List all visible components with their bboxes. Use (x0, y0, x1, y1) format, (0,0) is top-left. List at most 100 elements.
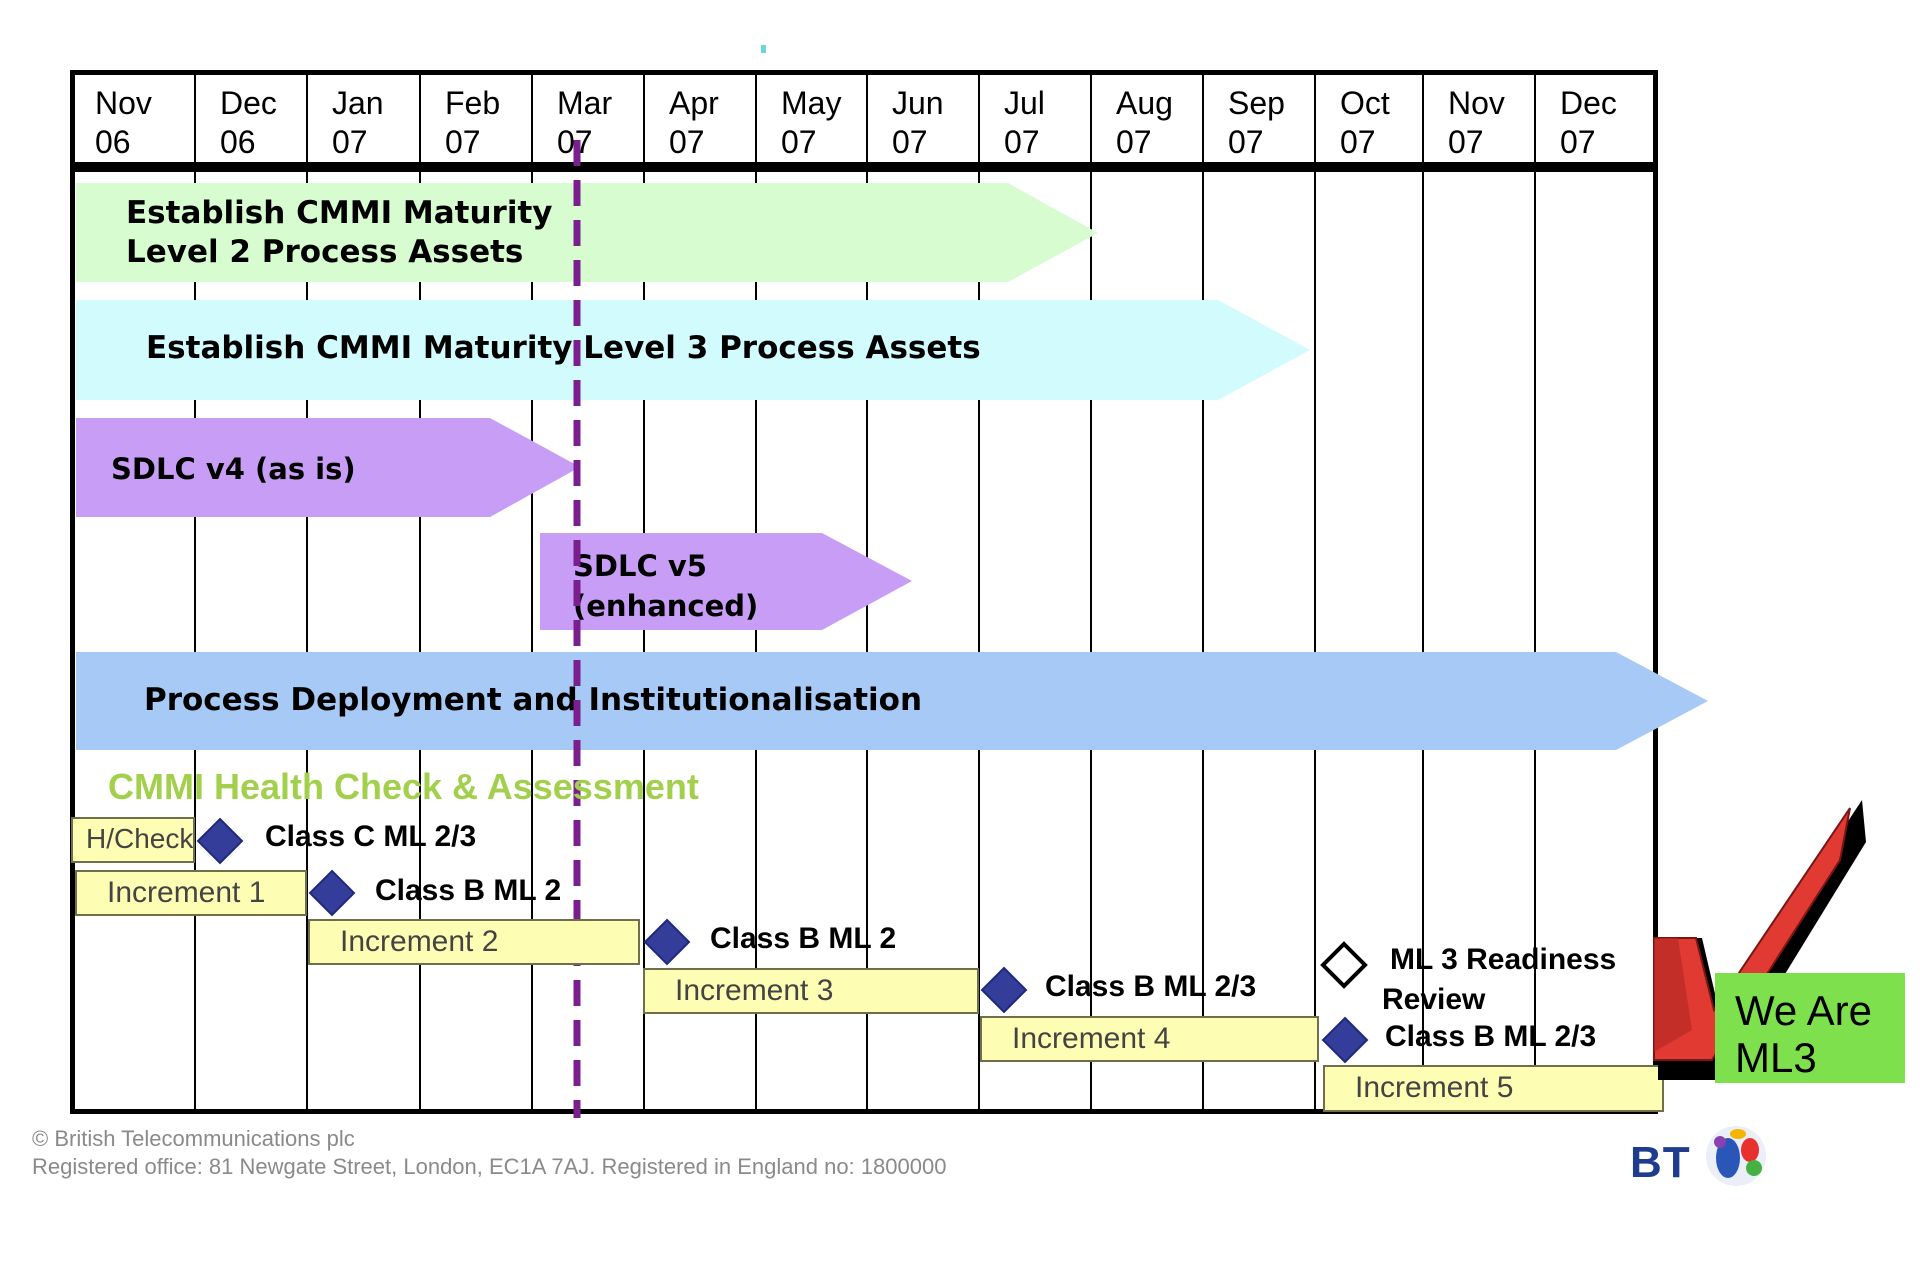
month-gridline (1422, 170, 1424, 1110)
milestone-diamond-icon (980, 966, 1028, 1014)
month-name: Nov (1448, 85, 1505, 121)
milestone-hollow-diamond-icon (1320, 941, 1368, 989)
milestone-label: ML 3 Readiness Review (1382, 943, 1617, 1016)
milestone-label: Class B ML 2 (375, 874, 562, 907)
month-year: 07 (1228, 124, 1264, 160)
header-gridline (1314, 72, 1316, 167)
phase-label-deployment: Process Deployment and Institutionalisat… (144, 682, 923, 718)
month-name: Mar (557, 85, 613, 121)
ml3-badge: We Are ML3 (1715, 973, 1905, 1083)
phase-label-ml2: Establish CMMI Maturity Level 2 Process … (126, 195, 553, 270)
month-header (70, 70, 1658, 167)
header-gridline (1090, 72, 1092, 167)
header-gridline (755, 72, 757, 167)
phase-label-sdlc-v4: SDLC v4 (as is) (111, 452, 356, 486)
header-gridline (419, 72, 421, 167)
header-gridline (1422, 72, 1424, 167)
header-gridline (1202, 72, 1204, 167)
month-year: 07 (332, 124, 368, 160)
top-marker (761, 45, 766, 53)
header-gridline (1534, 72, 1536, 167)
month-year: 07 (445, 124, 481, 160)
red-checkmark-icon (1653, 800, 1866, 1080)
timeline-grid (70, 167, 1658, 1114)
milestone-label: Class C ML 2/3 (265, 820, 477, 853)
header-gridline (978, 72, 980, 167)
phase-bar-ml2 (76, 183, 1098, 282)
milestone-label: Class B ML 2/3 (1385, 1020, 1597, 1053)
header-gridline (866, 72, 868, 167)
month-year: 07 (892, 124, 928, 160)
increment-box: Increment 5 (1323, 1065, 1664, 1112)
increment-box: Increment 1 (75, 870, 307, 916)
month-name: Apr (669, 85, 719, 121)
month-name: Jun (892, 85, 944, 121)
month-gridline (1534, 170, 1536, 1110)
month-gridline (866, 170, 868, 1110)
phase-bar-deployment (76, 652, 1708, 750)
increment-box: Increment 4 (980, 1016, 1319, 1062)
month-gridline (978, 170, 980, 1110)
header-gridline (306, 72, 308, 167)
month-name: Feb (445, 85, 501, 121)
month-label: Mar07 (557, 84, 612, 162)
current-date-marker (573, 140, 581, 1118)
month-year: 06 (220, 124, 256, 160)
month-year: 07 (1004, 124, 1040, 160)
milestone-diamond-icon (308, 869, 356, 917)
phase-bar-sdlc-v4 (76, 418, 580, 517)
month-name: Jul (1004, 85, 1045, 121)
month-year: 07 (1340, 124, 1376, 160)
month-name: Nov (95, 85, 152, 121)
phase-label-ml3: Establish CMMI Maturity Level 3 Process … (146, 330, 981, 366)
month-name: Dec (220, 85, 277, 121)
month-year: 06 (95, 124, 131, 160)
month-year: 07 (1116, 124, 1152, 160)
footer-registered-office: Registered office: 81 Newgate Street, Lo… (32, 1154, 947, 1179)
month-name: Dec (1560, 85, 1617, 121)
health-check-title: CMMI Health Check & Assessment (108, 766, 699, 807)
milestone-diamond-icon (1321, 1016, 1369, 1064)
month-gridline (194, 170, 196, 1110)
month-name: Sep (1228, 85, 1285, 121)
milestone-label: Class B ML 2 (710, 922, 897, 955)
month-name: Aug (1116, 85, 1173, 121)
month-gridline (419, 170, 421, 1110)
milestone-label: Class B ML 2/3 (1045, 970, 1257, 1003)
month-year: 07 (781, 124, 817, 160)
month-gridline (306, 170, 308, 1110)
month-gridline (643, 170, 645, 1110)
month-year: 07 (669, 124, 705, 160)
month-gridline (531, 170, 533, 1110)
milestone-diamond-icon (643, 918, 691, 966)
milestone-diamond-icon (196, 817, 244, 865)
month-year: 07 (1560, 124, 1596, 160)
header-gridline (643, 72, 645, 167)
header-gridline (194, 72, 196, 167)
phase-bar-ml3 (76, 300, 1310, 400)
month-year: 07 (1448, 124, 1484, 160)
month-gridline (1314, 170, 1316, 1110)
month-name: May (781, 85, 842, 121)
month-gridline (1090, 170, 1092, 1110)
bt-globe-icon (1706, 1126, 1766, 1186)
footer-copyright: © British Telecommunications plc (32, 1126, 355, 1151)
month-name: Oct (1340, 85, 1390, 121)
header-gridline (531, 72, 533, 167)
phase-bar-sdlc-v5 (540, 533, 912, 630)
